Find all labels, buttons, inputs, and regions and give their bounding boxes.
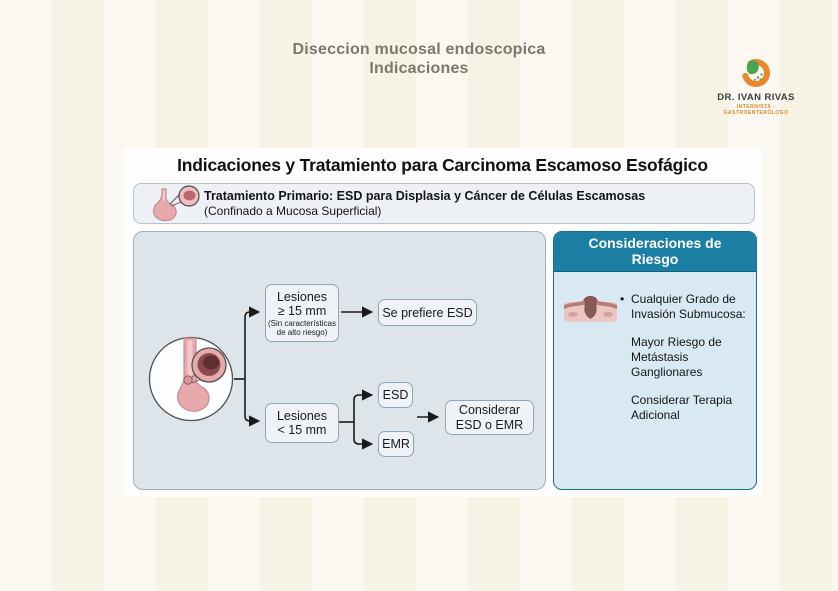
node-large-lesions-note: (Sin características de alto riesgo) [267, 318, 337, 337]
submucosal-invasion-icon [563, 295, 618, 322]
node-consider-line2: ESD o EMR [455, 417, 524, 432]
primary-treatment-banner: Tratamiento Primario: ESD para Displasia… [133, 183, 755, 224]
node-consider-line1: Considerar [458, 402, 521, 417]
risk-bullet-text: Cualquier Grado de Invasión Submucosa: [631, 292, 746, 321]
flowchart-arrows [234, 306, 440, 450]
node-small-lesions-line2: < 15 mm [277, 423, 327, 437]
stomach-endoscopy-icon [153, 185, 200, 222]
risk-panel: Consideraciones de Riesgo • Cualquier Gr… [553, 231, 757, 490]
node-large-lesions-line2: ≥ 15 mm [277, 303, 327, 318]
node-prefer-esd: Se prefiere ESD [378, 299, 477, 326]
node-emr-option: EMR [378, 431, 414, 457]
slide-title-line1: Diseccion mucosal endoscopica [292, 41, 546, 58]
banner-subtitle: (Confinado a Mucosa Superficial) [204, 204, 382, 218]
slide-title: Diseccion mucosal endoscopica Indicacion… [0, 40, 838, 78]
esophagus-endoscopic-view-icon [148, 336, 234, 422]
banner-title: Tratamiento Primario: ESD para Displasia… [204, 189, 646, 203]
flowchart-panel: Lesiones ≥ 15 mm (Sin características de… [133, 231, 546, 490]
node-small-lesions-line1: Lesiones [276, 409, 328, 423]
risk-recommendation: Considerar Terapia Adicional [631, 393, 733, 422]
risk-bullet-item: • Cualquier Grado de Invasión Submucosa: [620, 292, 750, 322]
node-small-lesions: Lesiones < 15 mm [265, 403, 339, 443]
node-large-lesions-line1: Lesiones [276, 289, 328, 304]
node-emr-label: EMR [382, 437, 410, 451]
logo-specialty: INTERNISTA - GASTROENTERÓLOGO [723, 104, 789, 116]
infographic-panel: Indicaciones y Tratamiento para Carcinom… [123, 148, 762, 497]
risk-panel-header: Consideraciones de Riesgo [554, 232, 756, 272]
slide-title-line2: Indicaciones [369, 60, 469, 77]
banner-text: Tratamiento Primario: ESD para Displasia… [204, 188, 645, 219]
bullet-marker: • [620, 292, 625, 306]
risk-text-block: • Cualquier Grado de Invasión Submucosa:… [620, 292, 750, 423]
node-esd-option: ESD [378, 382, 413, 408]
doctor-logo: DR. IVAN RIVAS INTERNISTA - GASTROENTERÓ… [706, 54, 806, 116]
stomach-logo-icon [742, 59, 770, 87]
node-esd-label: ESD [382, 388, 409, 402]
diagram-title: Indicaciones y Tratamiento para Carcinom… [177, 155, 708, 175]
node-prefer-esd-label: Se prefiere ESD [382, 305, 473, 320]
risk-consequence: Mayor Riesgo de Metástasis Ganglionares [631, 335, 722, 379]
node-large-lesions: Lesiones ≥ 15 mm (Sin características de… [265, 284, 339, 342]
logo-doctor-name: DR. IVAN RIVAS [717, 92, 795, 103]
risk-header-line2: Riesgo [631, 251, 679, 267]
node-consider-esd-emr: Considerar ESD o EMR [445, 400, 534, 435]
risk-header-line1: Consideraciones de [588, 235, 722, 251]
